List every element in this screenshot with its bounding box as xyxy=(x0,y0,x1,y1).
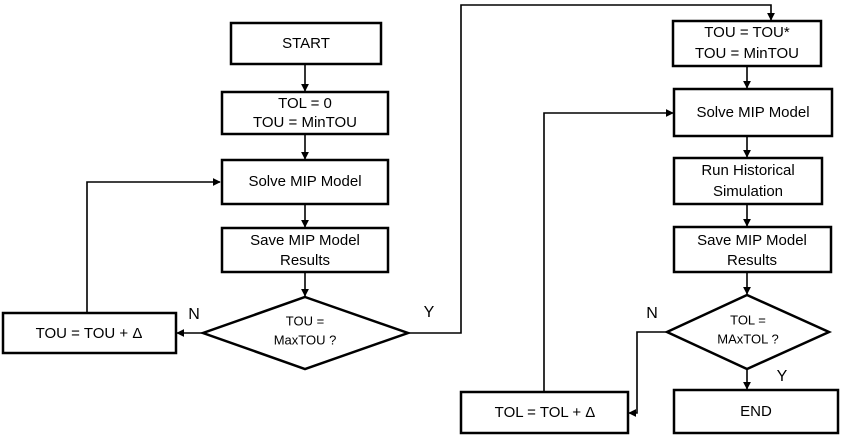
edge-label-tou-yes: Y xyxy=(424,304,435,321)
start-node: START xyxy=(229,21,383,66)
decision-tol-node: TOL = MAxTOL ? xyxy=(664,293,833,371)
edge-increment-loop-to-solve xyxy=(86,178,221,312)
run-simulation-line2: Simulation xyxy=(713,183,783,200)
init-node: TOL = 0 TOU = MinTOU xyxy=(220,90,390,136)
save-results-left-node: Save MIP Model Results xyxy=(220,226,390,274)
init-label-line1: TOL = 0 xyxy=(278,95,332,112)
edges xyxy=(86,4,775,417)
edge-tol-increment-loop-to-solve xyxy=(543,109,674,391)
tou-increment-node: TOU = TOU + Δ xyxy=(1,311,178,355)
start-label: START xyxy=(282,35,330,52)
save-results-right-line1: Save MIP Model xyxy=(697,232,807,249)
end-label: END xyxy=(740,403,772,420)
save-results-left-line2: Results xyxy=(280,252,330,269)
solve-mip-left-node: Solve MIP Model xyxy=(220,158,390,206)
reset-label-line2: TOU = MinTOU xyxy=(695,45,799,62)
edge-label-tol-yes: Y xyxy=(777,368,788,385)
solve-mip-right-node: Solve MIP Model xyxy=(672,87,834,138)
decision-tol-line2: MAxTOL ? xyxy=(717,331,778,346)
tou-increment-label: TOU = TOU + Δ xyxy=(36,325,143,342)
save-results-left-line1: Save MIP Model xyxy=(250,232,360,249)
tol-increment-label: TOL = TOL + Δ xyxy=(495,404,596,421)
reset-label-line1: TOU = TOU* xyxy=(704,24,790,41)
run-simulation-line1: Run Historical xyxy=(701,162,794,179)
decision-tou-line2: MaxTOU ? xyxy=(274,332,337,347)
tol-increment-node: TOL = TOL + Δ xyxy=(459,390,630,435)
decision-tou-line1: TOU = xyxy=(286,313,324,328)
decision-tou-node: TOU = MaxTOU ? xyxy=(199,295,412,371)
solve-mip-left-label: Solve MIP Model xyxy=(248,173,361,190)
reset-node: TOU = TOU* TOU = MinTOU xyxy=(671,19,823,68)
decision-tol-line1: TOL = xyxy=(730,312,766,327)
solve-mip-right-label: Solve MIP Model xyxy=(696,104,809,121)
edge-decision-yes-to-reset xyxy=(408,4,775,334)
edge-label-tol-no: N xyxy=(646,305,658,322)
end-node: END xyxy=(672,388,840,435)
edge-label-tou-no: N xyxy=(188,306,200,323)
edge-decision-tol-no-to-increment xyxy=(628,331,667,417)
init-label-line2: TOU = MinTOU xyxy=(253,114,357,131)
save-results-right-line2: Results xyxy=(727,252,777,269)
save-results-right-node: Save MIP Model Results xyxy=(672,225,833,274)
run-simulation-node: Run Historical Simulation xyxy=(672,156,824,206)
